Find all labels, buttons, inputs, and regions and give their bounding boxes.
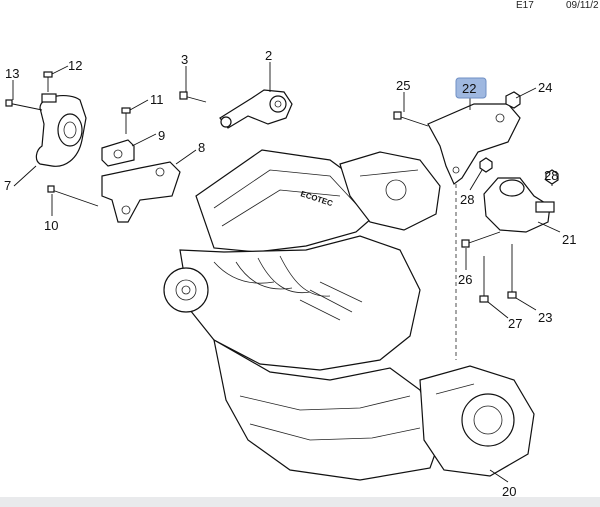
callout-25[interactable]: 25 [396,78,410,93]
bolt-12[interactable] [43,71,53,92]
bolt-11[interactable] [121,107,131,134]
callout-11[interactable]: 11 [150,92,164,107]
callout-13[interactable]: 13 [5,66,19,81]
callout-22[interactable]: 22 [462,81,476,96]
callout-3[interactable]: 3 [181,52,188,67]
bolt-26[interactable] [461,231,501,248]
engine-mount-7[interactable] [35,93,87,167]
bolt-23[interactable] [507,244,517,299]
callout-23[interactable]: 23 [538,310,552,325]
mount-21[interactable] [483,177,555,233]
diagram-code: E17 [516,0,534,11]
callout-7[interactable]: 7 [4,178,11,193]
bracket-9[interactable] [101,139,135,167]
bolt-13[interactable] [5,99,43,111]
callout-21[interactable]: 21 [562,232,576,247]
callout-22-highlight [455,77,487,99]
footer-bar [0,497,600,507]
bolt-3[interactable] [179,91,207,103]
callout-20[interactable]: 20 [502,484,516,499]
callout-26[interactable]: 26 [458,272,472,287]
callout-12[interactable]: 12 [68,58,82,73]
engine-assembly [163,149,535,481]
diagram-date: 09/11/2 [566,0,599,11]
torque-rod-2[interactable] [219,89,293,129]
callout-10[interactable]: 10 [44,218,58,233]
callout-8[interactable]: 8 [198,140,205,155]
callout-28-upper[interactable]: 28 [460,192,474,207]
callout-24[interactable]: 24 [538,80,552,95]
nut-28-upper[interactable] [479,157,493,173]
bracket-8[interactable] [101,161,181,223]
mount-bracket-22[interactable] [427,103,521,185]
callout-28-right[interactable]: 28 [544,168,558,183]
callout-9[interactable]: 9 [158,128,165,143]
nut-28-right[interactable] [545,169,559,185]
bolt-25[interactable] [393,111,429,127]
callout-27[interactable]: 27 [508,316,522,331]
nut-24[interactable] [505,91,521,109]
leader-lines [12,62,561,483]
callout-2[interactable]: 2 [265,48,272,63]
bolt-10[interactable] [47,185,99,207]
bolt-27[interactable] [479,256,489,303]
